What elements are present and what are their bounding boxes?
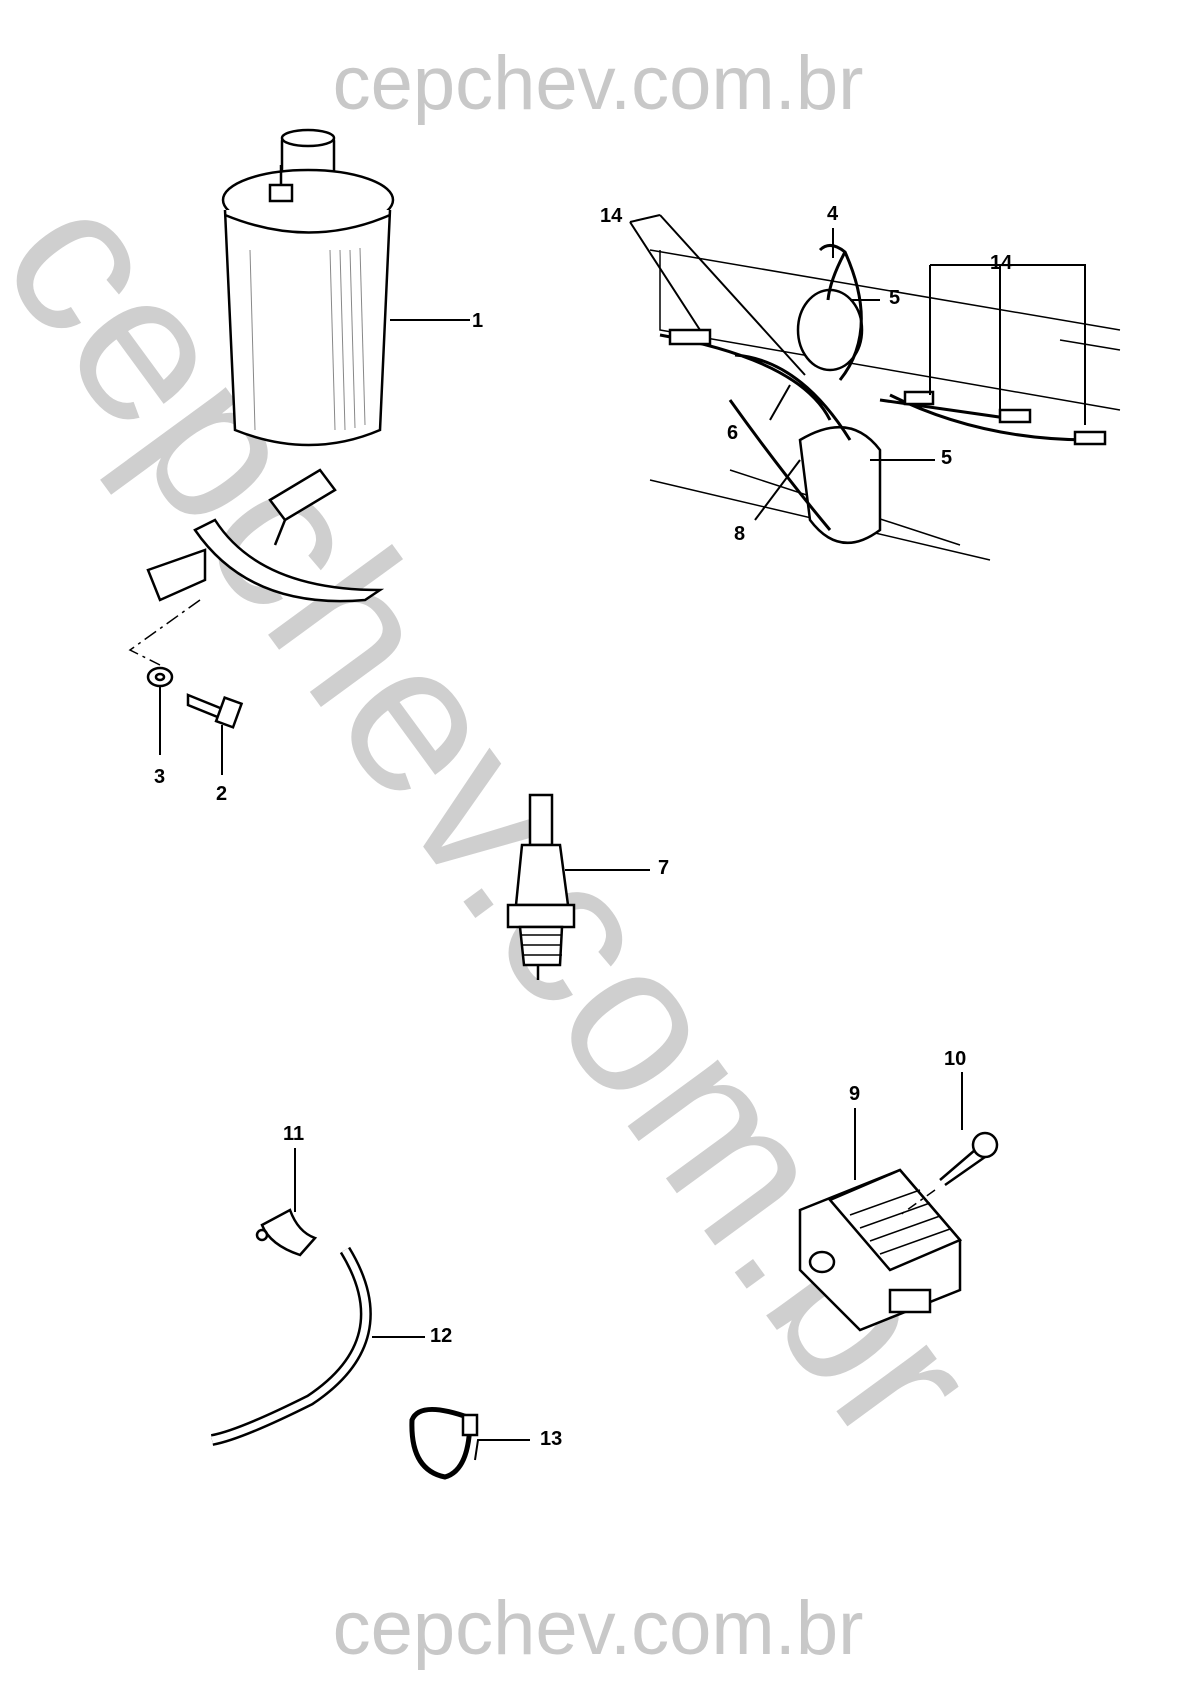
callout-2: 2: [216, 783, 228, 805]
ignition-module: [798, 1108, 963, 1332]
callout-6: 6: [727, 422, 739, 444]
callout-10: 10: [944, 1048, 967, 1070]
hose-elbow: [255, 1148, 318, 1257]
callout-7: 7: [658, 857, 670, 879]
callout-3: 3: [154, 766, 166, 788]
callout-5a: 5: [889, 287, 901, 309]
vacuum-hose: [210, 1246, 425, 1446]
ignition-coil: [221, 128, 470, 447]
washer: [146, 666, 174, 755]
callout-13: 13: [540, 1428, 563, 1450]
screw: [899, 1072, 999, 1216]
callout-12: 12: [430, 1325, 453, 1347]
callout-9: 9: [849, 1083, 861, 1105]
distributor-and-wires: [629, 214, 1121, 561]
callout-5b: 5: [941, 447, 953, 469]
watermark-bottom: cepchev.com.br: [332, 1586, 864, 1671]
bolt: [186, 693, 244, 775]
callout-11: 11: [283, 1123, 305, 1145]
callout-4: 4: [827, 203, 839, 225]
coil-bracket: [128, 468, 385, 666]
callout-14a: 14: [600, 205, 623, 227]
callout-14b: 14: [990, 252, 1013, 274]
watermark-top: cepchev.com.br: [332, 41, 864, 126]
callout-1: 1: [472, 310, 484, 332]
callout-8: 8: [734, 523, 746, 545]
hose-clamp: [409, 1407, 530, 1480]
spark-plug: [506, 793, 650, 980]
